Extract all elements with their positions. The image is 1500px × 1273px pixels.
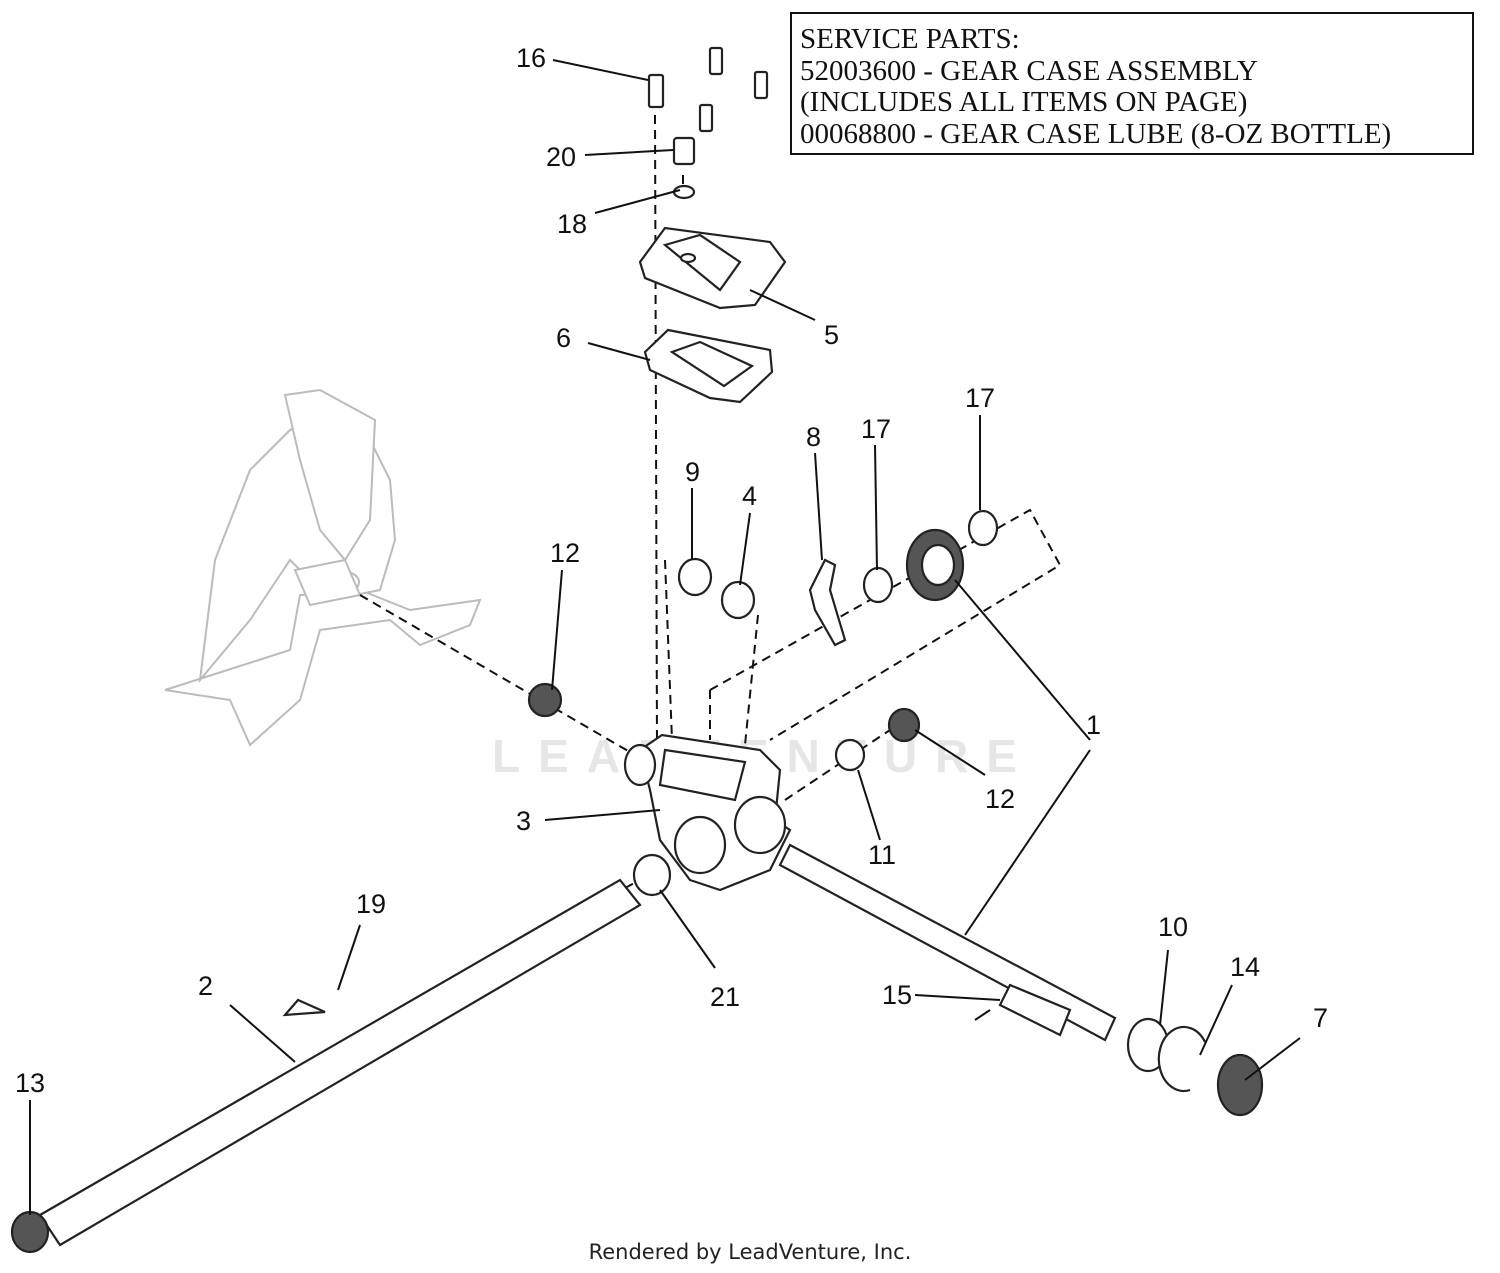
- part-key-clip-washers: [808, 509, 999, 647]
- callout-1: 1: [1086, 710, 1101, 740]
- service-part-line: 00068800 - GEAR CASE LUBE (8-OZ BOTTLE): [800, 117, 1392, 150]
- callout-3: 3: [516, 806, 531, 836]
- callout-17a: 17: [861, 414, 891, 444]
- callout-6: 6: [556, 323, 571, 353]
- part-bushings: [527, 557, 1170, 1073]
- callout-11: 11: [868, 840, 896, 870]
- leader-lines: [29, 59, 1301, 1215]
- service-part-line: (INCLUDES ALL ITEMS ON PAGE): [800, 86, 1248, 118]
- callout-18: 18: [557, 209, 587, 239]
- service-part-line: 52003600 - GEAR CASE ASSEMBLY: [800, 54, 1258, 87]
- callout-21: 21: [710, 982, 740, 1012]
- callout-16: 16: [516, 43, 546, 73]
- callout-2: 2: [198, 971, 213, 1001]
- callout-12b: 12: [985, 784, 1015, 814]
- part-gear-case: [623, 733, 792, 892]
- callout-7: 7: [1313, 1003, 1328, 1033]
- callout-17b: 17: [965, 383, 995, 413]
- part-bolts: [647, 46, 769, 200]
- callout-13: 13: [15, 1068, 45, 1098]
- part-shafts: [38, 843, 1117, 1247]
- footer-credit: Rendered by LeadVenture, Inc.: [588, 1240, 912, 1264]
- service-parts-title: SERVICE PARTS:: [800, 23, 1020, 55]
- part-ring-and-seals: [10, 1025, 1264, 1254]
- callout-9: 9: [685, 457, 700, 487]
- callout-12a: 12: [550, 538, 580, 568]
- callout-10: 10: [1158, 912, 1188, 942]
- service-parts-box: SERVICE PARTS: 52003600 - GEAR CASE ASSE…: [790, 12, 1474, 155]
- part-gasket: [643, 328, 774, 404]
- callout-4: 4: [742, 481, 757, 511]
- callout-8: 8: [806, 422, 821, 452]
- callout-labels: 16 20 18 5 6 9 4 8 17 17 12 1 12 11 3 19…: [15, 43, 1328, 1098]
- callout-14: 14: [1230, 952, 1260, 982]
- callout-20: 20: [546, 142, 576, 172]
- callout-5: 5: [824, 320, 839, 350]
- assembly-lines: [359, 114, 1062, 889]
- callout-15: 15: [882, 980, 912, 1010]
- auger-housing-ghost: [164, 388, 482, 747]
- part-cover: [638, 226, 787, 310]
- callout-19: 19: [356, 889, 386, 919]
